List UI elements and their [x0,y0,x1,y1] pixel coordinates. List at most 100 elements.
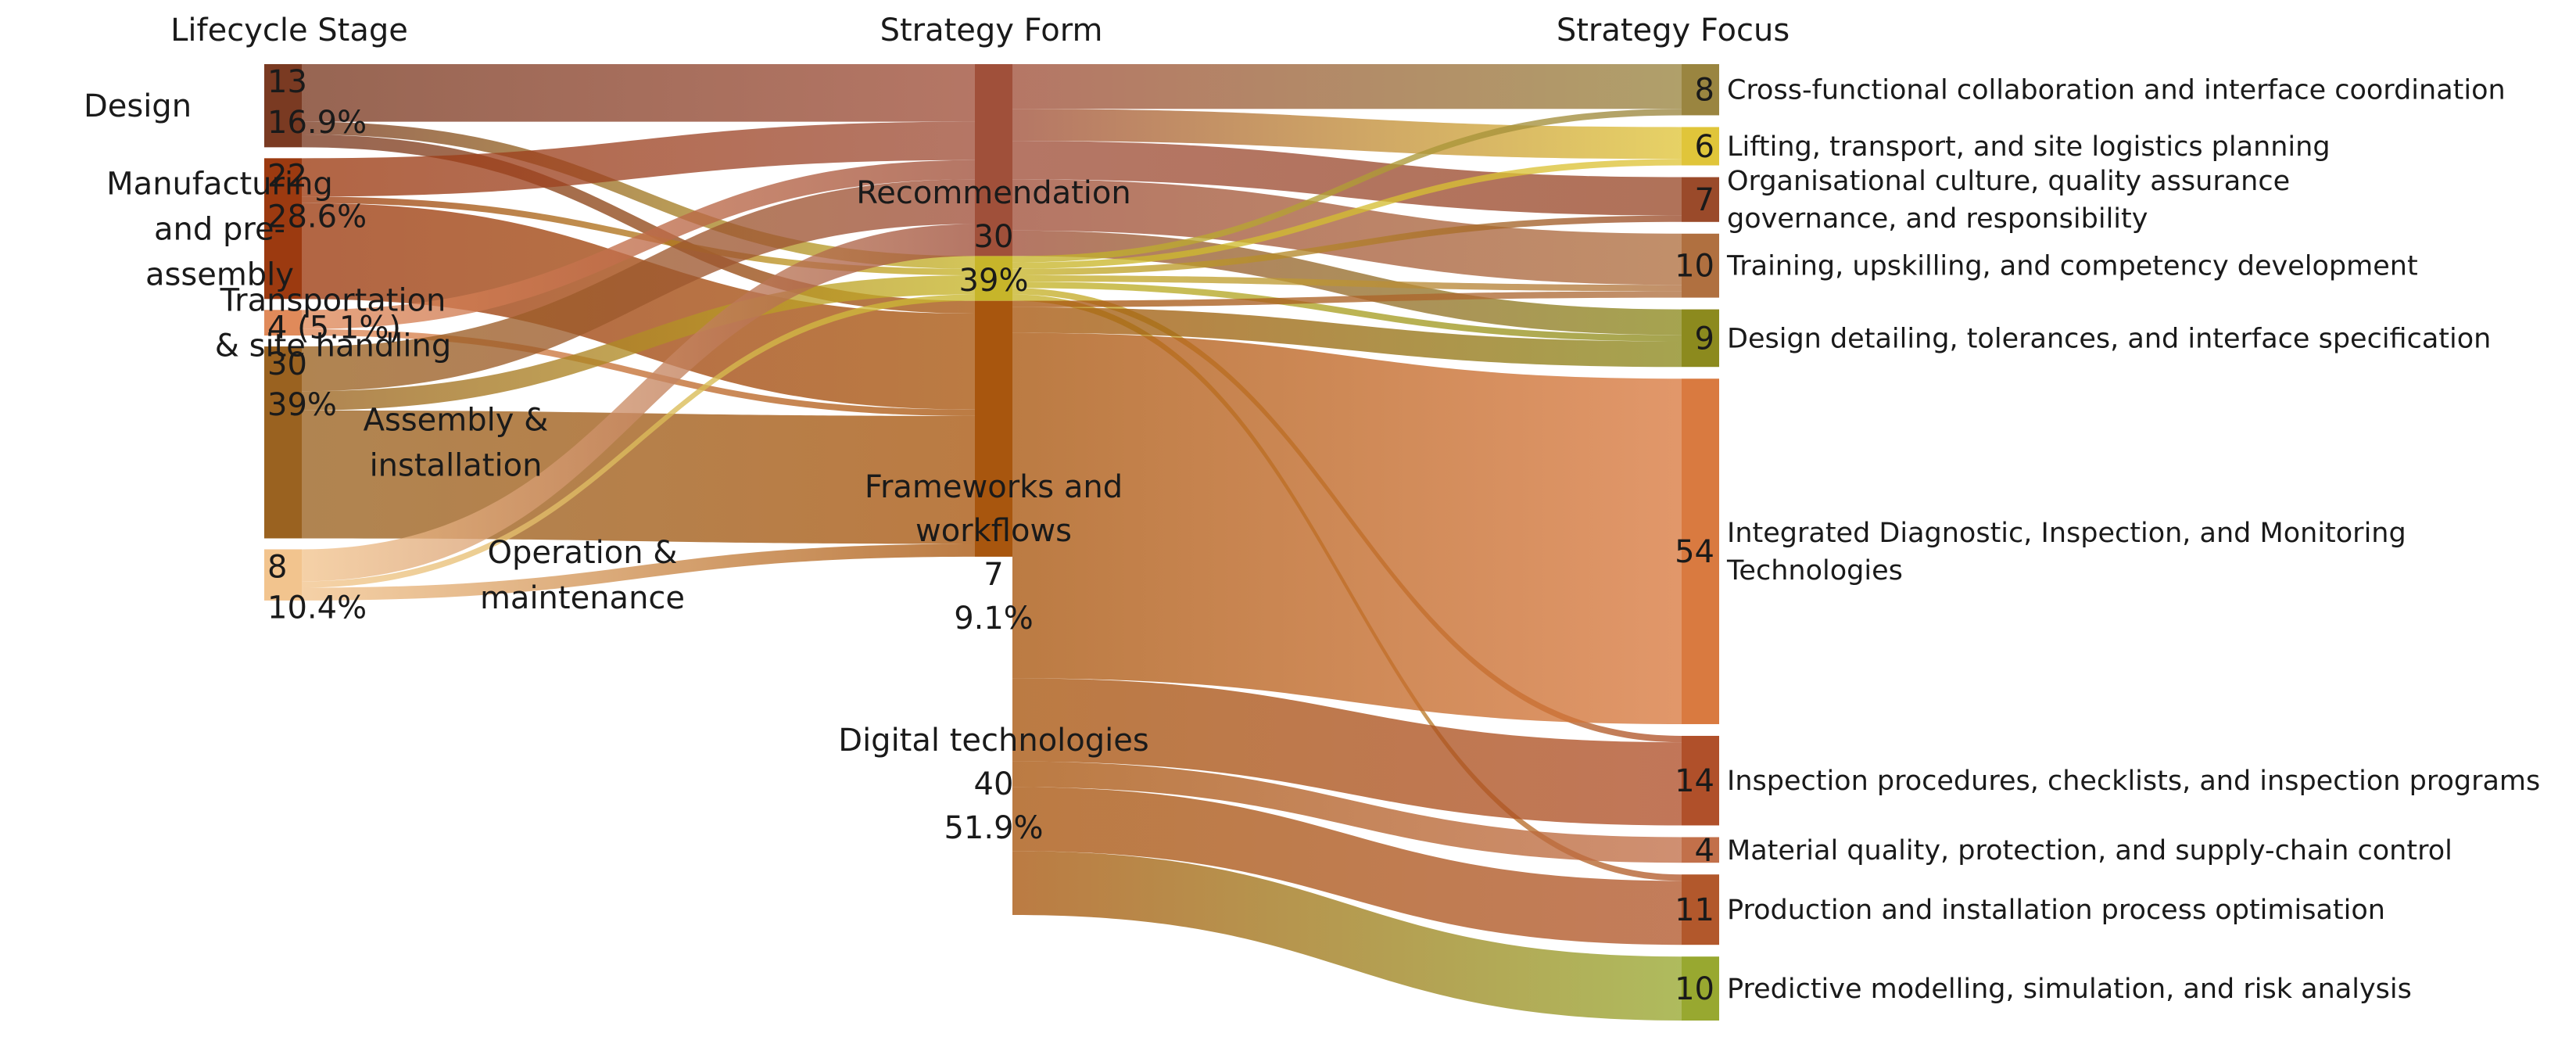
label-digital-line-0: Digital technologies [838,723,1148,759]
link-frameworks-to-detailing [1012,282,1682,342]
label-manufacturing-line-1: and pre- [154,211,285,247]
link-operation-to-digital [302,544,975,601]
link-digital-to-production [1012,787,1682,945]
labels-layer: Lifecycle Stage Strategy Form Strategy F… [84,13,2540,1007]
link-frameworks-to-cross [1012,109,1682,263]
link-frameworks-to-culture [1012,215,1682,275]
value-operation-line-0: 8 [267,549,287,585]
link-operation-to-frameworks [302,294,975,588]
column-header-strategy-focus: Strategy Focus [1557,13,1790,48]
label-material-line-0: Material quality, protection, and supply… [1727,835,2452,866]
value-training: 10 [1675,249,1714,285]
column-header-lifecycle-stage: Lifecycle Stage [170,13,408,48]
link-recommendation-to-training [1012,179,1682,285]
label-recommendation-line-0: Recommendation [856,175,1130,211]
label-production-line-0: Production and installation process opti… [1727,895,2385,926]
label-training-line-0: Training, upskilling, and competency dev… [1726,251,2418,282]
value-material: 4 [1695,833,1714,869]
value-production: 11 [1675,892,1714,928]
links-layer [302,64,1682,1021]
value-transportation-line-0: 4 (5.1%) [267,310,401,346]
value-predictive: 10 [1675,971,1714,1007]
label-integrated-line-0: Integrated Diagnostic, Inspection, and M… [1727,518,2406,549]
label-assembly-line-1: installation [370,448,543,484]
label-frameworks-line-3: 9.1% [954,601,1034,637]
nodes-layer [264,64,1719,1021]
value-integrated: 54 [1675,534,1714,570]
node-lifting [1682,127,1719,166]
value-culture: 7 [1695,182,1714,218]
label-digital-line-1: 40 [974,766,1014,802]
label-detailing-line-0: Design detailing, tolerances, and interf… [1727,323,2491,354]
label-operation-line-1: maintenance [480,580,685,616]
link-assembly-to-digital [302,410,975,544]
label-lifting-line-0: Lifting, transport, and site logistics p… [1727,131,2331,163]
value-inspection: 14 [1675,763,1714,799]
link-design-to-frameworks [302,121,975,269]
label-digital-line-2: 51.9% [944,810,1043,846]
value-manufacturing-line-0: 22 [267,158,307,194]
label-transportation-line-1: & site handling [215,328,451,364]
value-assembly-line-1: 39% [267,387,337,423]
link-digital-to-predictive [1012,851,1682,1021]
node-transportation [264,310,302,336]
label-frameworks-line-0: Frameworks and [865,469,1123,505]
label-cross-line-0: Cross-functional collaboration and inter… [1727,75,2506,106]
link-digital-to-integrated [1012,332,1682,724]
value-design-line-1: 16.9% [267,105,367,141]
link-frameworks-to-lifting [1012,159,1682,269]
value-operation-line-1: 10.4% [267,590,367,626]
link-digital-to-inspection [1012,678,1682,826]
node-cross [1682,64,1719,116]
node-predictive [1682,956,1719,1021]
link-transportation-to-digital [302,328,975,416]
link-digital-to-training [1012,291,1682,307]
label-culture-line-1: governance, and responsibility [1727,203,2148,235]
value-assembly-line-0: 30 [267,346,307,382]
link-assembly-to-recommendation [302,179,975,392]
node-design [264,64,302,148]
link-design-to-digital [302,134,975,314]
node-integrated [1682,378,1719,724]
node-detailing [1682,309,1719,368]
node-frameworks [975,256,1012,301]
value-cross: 8 [1695,73,1714,109]
node-assembly [264,346,302,539]
label-recommendation-line-1: 30 [974,219,1014,255]
node-material [1682,837,1719,863]
label-design-line-0: Design [84,88,192,124]
link-recommendation-to-lifting [1012,109,1682,160]
link-digital-to-material [1012,761,1682,863]
value-lifting: 6 [1695,129,1714,165]
link-design-to-recommendation [302,64,975,122]
link-recommendation-to-cross [1012,64,1682,109]
node-digital [975,300,1012,557]
node-operation [264,549,302,601]
label-recommendation-line-2: 39% [959,263,1029,299]
node-culture [1682,177,1719,222]
label-manufacturing-line-2: assembly [145,257,294,292]
value-manufacturing-line-1: 28.6% [267,199,367,235]
label-culture-line-0: Organisational culture, quality assuranc… [1727,166,2290,197]
label-frameworks-line-2: 7 [983,557,1003,593]
value-design-line-0: 13 [267,64,307,100]
label-frameworks-line-1: workflows [915,513,1072,549]
label-inspection-line-0: Inspection procedures, checklists, and i… [1727,766,2540,797]
label-assembly-line-0: Assembly & [364,403,549,439]
node-inspection [1682,735,1719,826]
label-manufacturing-line-0: Manufacturing [106,166,333,202]
label-integrated-line-1: Technologies [1726,555,1903,587]
label-predictive-line-0: Predictive modelling, simulation, and ri… [1727,974,2412,1005]
label-transportation-line-0: Transportation [220,283,446,319]
node-training [1682,233,1719,298]
node-manufacturing [264,158,302,300]
node-production [1682,874,1719,945]
link-frameworks-to-training [1012,274,1682,292]
link-transportation-to-recommendation [302,160,975,329]
node-recommendation [975,64,1012,257]
link-digital-to-detailing [1012,307,1682,368]
link-manufacturing-to-recommendation [302,121,975,197]
column-header-strategy-form: Strategy Form [880,13,1103,48]
